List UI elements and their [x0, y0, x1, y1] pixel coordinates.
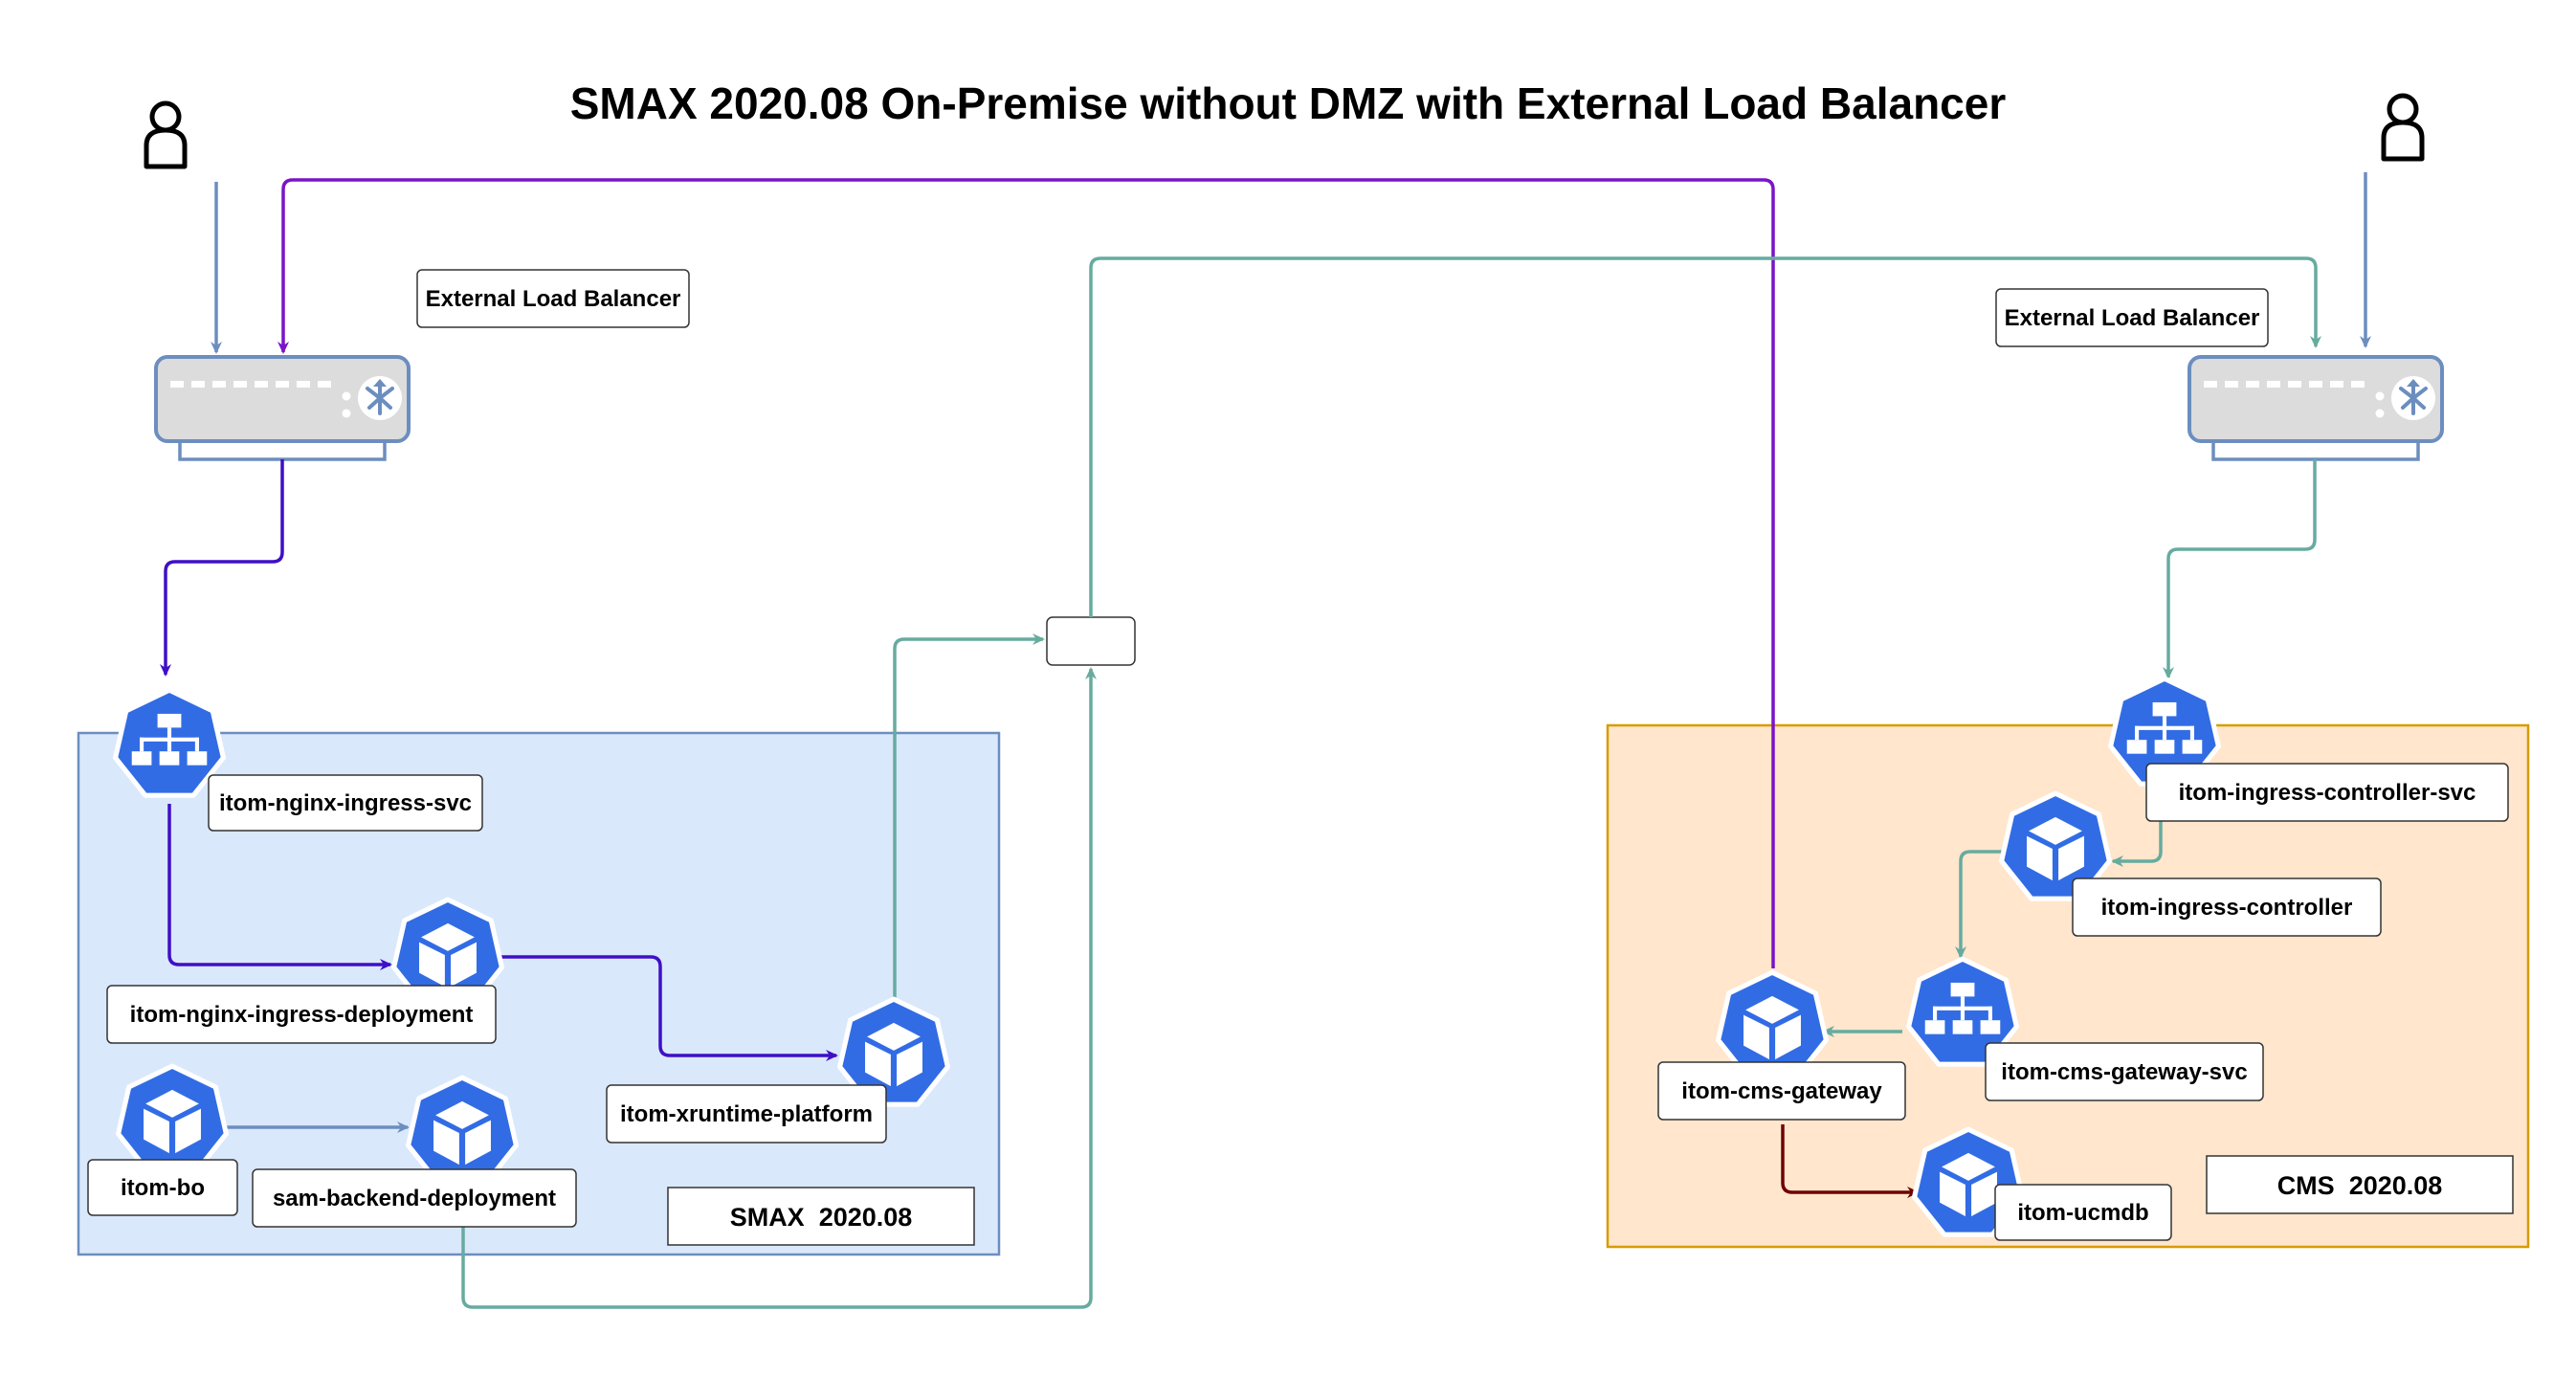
- load-balancer-right-label-box: [1995, 288, 2269, 347]
- flow-nginx-svc-to-deployment: [167, 804, 392, 970]
- sam-backend-label: sam-backend-deployment: [273, 1186, 556, 1211]
- ingress-controller-svc-label: itom-ingress-controller-svc: [2179, 780, 2476, 806]
- user-icon-left: [146, 103, 185, 167]
- cms-gateway-label: itom-cms-gateway: [1681, 1078, 1882, 1104]
- cms-zone-label: CMS 2020.08: [2277, 1171, 2443, 1200]
- junction-box: [1046, 616, 1136, 666]
- flow-ingress-controller-to-gateway-svc: [1955, 850, 2005, 959]
- load-balancer-right-icon: [2187, 355, 2444, 461]
- load-balancer-left-label: External Load Balancer: [426, 286, 681, 312]
- cms-zone-label-box: [2206, 1155, 2514, 1214]
- itom-bo-icon: [119, 1066, 227, 1171]
- flow-xruntime-to-junction: [893, 633, 1045, 1000]
- user-icon-right: [2384, 96, 2422, 159]
- itom-bo-box: [87, 1159, 238, 1216]
- sam-backend-box: [252, 1168, 577, 1228]
- load-balancer-left-label-box: [416, 269, 690, 328]
- nginx-ingress-svc-icon: [116, 690, 224, 795]
- xruntime-platform-box: [606, 1084, 887, 1144]
- flow-junction-to-lb-right: [1089, 256, 2321, 617]
- ucmdb-label: itom-ucmdb: [2017, 1200, 2148, 1226]
- load-balancer-right-label: External Load Balancer: [2005, 305, 2260, 331]
- nginx-ingress-svc-box: [208, 774, 483, 832]
- itom-bo-label: itom-bo: [121, 1175, 205, 1201]
- flow-gateway-to-ucmdb: [1781, 1124, 1920, 1198]
- flow-ingress-svc-to-controller: [2111, 790, 2163, 867]
- nginx-ingress-deployment-label: itom-nginx-ingress-deployment: [130, 1002, 474, 1028]
- ucmdb-box: [1994, 1184, 2172, 1241]
- cms-gateway-box: [1657, 1061, 1906, 1121]
- load-balancer-left-icon: [154, 355, 411, 461]
- ingress-controller-svc-box: [2145, 763, 2509, 822]
- ingress-controller-label: itom-ingress-controller: [2101, 895, 2353, 921]
- cms-gateway-svc-box: [1985, 1042, 2264, 1101]
- nginx-ingress-deployment-box: [106, 985, 497, 1044]
- flow-nginx-deployment-to-xruntime: [500, 955, 838, 1061]
- smax-zone-label: SMAX 2020.08: [730, 1203, 913, 1232]
- flow-sam-backend-to-junction: [461, 667, 1097, 1309]
- flow-lb-left-to-nginx-svc: [160, 459, 284, 677]
- smax-zone-label-box: [667, 1187, 975, 1246]
- cms-gateway-svc-label: itom-cms-gateway-svc: [2001, 1059, 2247, 1085]
- ingress-controller-box: [2072, 877, 2382, 937]
- flow-cms-gateway-to-lb-left: [278, 178, 1775, 968]
- flow-lb-right-to-ingress-svc: [2163, 459, 2317, 679]
- nginx-ingress-svc-label: itom-nginx-ingress-svc: [219, 790, 472, 816]
- diagram-title: SMAX 2020.08 On-Premise without DMZ with…: [570, 78, 2007, 128]
- sam-backend-icon: [409, 1077, 517, 1183]
- xruntime-platform-label: itom-xruntime-platform: [620, 1101, 873, 1127]
